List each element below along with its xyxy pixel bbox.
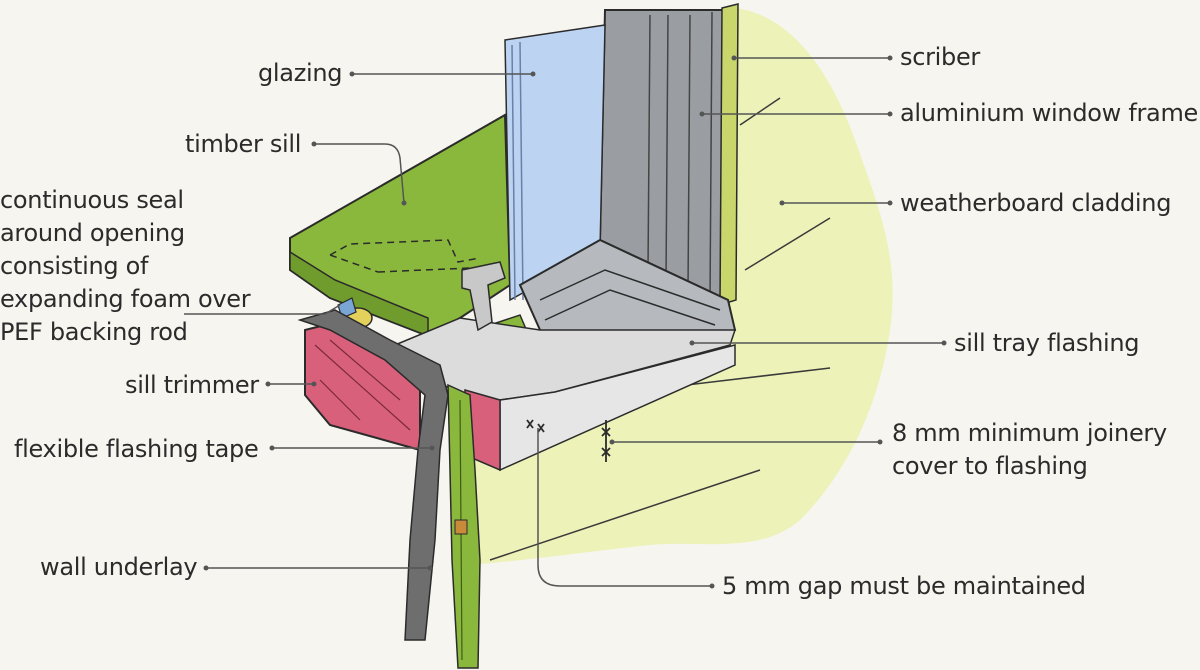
label-joinery-cover-line-1: 8 mm minimum joinery (892, 419, 1167, 447)
frame-profile-lines (647, 11, 713, 301)
trimmer-grain (314, 339, 411, 431)
scriber-strip (719, 3, 739, 307)
window-clip (461, 261, 506, 332)
label-flexible-flashing-tape: flexible flashing tape (14, 435, 259, 463)
label-glazing: glazing (258, 59, 343, 87)
label-weatherboard-cladding: weatherboard cladding (900, 189, 1172, 217)
label-continuous-seal-line-1: continuous seal (0, 186, 184, 214)
wall-underlay-strip (297, 309, 449, 641)
label-aluminium-window-frame: aluminium window frame (900, 99, 1198, 127)
timber-sill-front (289, 250, 429, 338)
frame-sill-step-2 (544, 289, 716, 326)
sill-hidden-line (329, 239, 481, 273)
glazing-edge-lines (511, 41, 524, 301)
label-joinery-cover-line-2: cover to flashing (892, 452, 1088, 480)
frame-sill-step (539, 269, 721, 311)
label-continuous-seal-line-4: expanding foam over (0, 285, 251, 313)
label-timber-sill: timber sill (185, 130, 302, 158)
staple-marker (454, 519, 468, 535)
label-joinery-cover: 8 mm minimum joinery cover to flashing (892, 417, 1167, 483)
leader-lines (184, 57, 944, 587)
label-scriber: scriber (900, 43, 981, 71)
label-gap: 5 mm gap must be maintained (722, 572, 1086, 600)
label-sill-tray-flashing: sill tray flashing (954, 329, 1140, 357)
label-continuous-seal: continuous seal around opening consistin… (0, 184, 251, 349)
label-wall-underlay: wall underlay (40, 553, 198, 581)
label-sill-trimmer: sill trimmer (125, 371, 259, 399)
label-continuous-seal-line-3: consisting of (0, 252, 149, 280)
gap-markers (526, 419, 611, 462)
leader-dots (203, 55, 947, 589)
label-continuous-seal-line-2: around opening (0, 219, 185, 247)
label-continuous-seal-line-5: PEF backing rod (0, 318, 188, 346)
